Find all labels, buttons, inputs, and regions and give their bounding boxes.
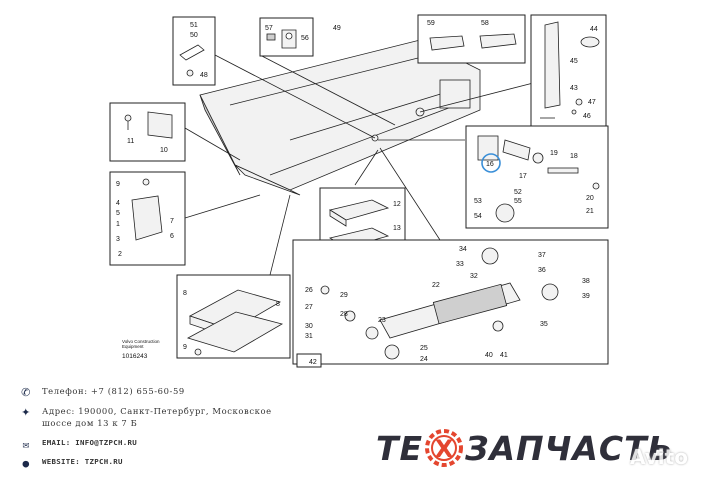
callout-box-57-56: 57 56 [259, 17, 314, 57]
address-line-1: Адрес: 190000, Санкт-Петербург, Московск… [42, 406, 272, 416]
part-callout-number: 9 [183, 344, 187, 351]
part-callout-number: 27 [305, 304, 313, 311]
part-callout-number: 55 [514, 198, 522, 205]
exploded-parts-diagram: 51 50 48 57 56 49 59 58 44 [109, 14, 609, 368]
part-callout-number: 6 [170, 233, 174, 240]
avito-watermark: Avito [630, 445, 688, 469]
part-callout-number: 56 [301, 35, 309, 42]
part-callout-number: 22 [432, 282, 440, 289]
part-callout-number: 42 [309, 359, 317, 366]
location-pin-icon: ● [22, 457, 30, 470]
part-callout-number: 4 [116, 200, 120, 207]
leader-lines [184, 54, 546, 276]
callout-box-linkage: 44 45 43 47 46 [530, 14, 607, 128]
part-callout-number: 18 [570, 153, 578, 160]
callout-box-pin-assembly: 16 17 19 18 52 53 54 55 20 21 [465, 125, 609, 229]
part-callout-number: 8 [183, 290, 187, 297]
logo-text-part2: Х [435, 435, 454, 463]
part-callout-number: 36 [538, 267, 546, 274]
part-callout-number: 31 [305, 333, 313, 340]
part-callout-number: 44 [590, 26, 598, 33]
part-callout-number: Volvo Construction [122, 339, 160, 344]
part-callout-number: 59 [427, 20, 435, 27]
part-callout-number: 12 [393, 201, 401, 208]
part-callout-number: 17 [519, 173, 527, 180]
part-callout-number: 2 [118, 251, 122, 258]
part-callout-number: 13 [393, 225, 401, 232]
part-callout-number: 11 [127, 138, 134, 145]
company-logo: ТЕ Х ЗАПЧАСТЬ [376, 426, 674, 470]
phone-text: Телефон: +7 (812) 655-60-59 [42, 386, 185, 396]
map-icon: ✦ [21, 406, 31, 419]
part-callout-number: 38 [582, 278, 590, 285]
phone-icon: ✆ [21, 386, 31, 399]
part-callout-number: 28 [340, 311, 348, 318]
address-row: ✦ Адрес: 190000, Санкт-Петербург, Москов… [18, 406, 348, 419]
drawing-caption: Volvo Construction Equipment 1016243 [122, 339, 160, 360]
part-callout-number: 7 [170, 218, 174, 225]
part-callout-number: 33 [456, 261, 464, 268]
part-callout-number: Equipment [122, 344, 144, 349]
part-callout-number: 53 [474, 198, 482, 205]
part-callout-number: 41 [500, 352, 508, 359]
part-callout-number: 8 [276, 301, 280, 308]
part-callout-number: 40 [485, 352, 493, 359]
part-callout-number: 29 [340, 292, 348, 299]
contact-info: ✆ Телефон: +7 (812) 655-60-59 ✦ Адрес: 1… [18, 386, 348, 473]
gear-icon: Х [425, 429, 464, 467]
part-callout-number: 43 [570, 85, 578, 92]
part-callout-number: 21 [586, 208, 594, 215]
email-text: EMAIL: INFO@TZPCH.RU [42, 438, 137, 447]
part-callout-number: 48 [200, 72, 208, 79]
part-callout-number: 45 [570, 58, 578, 65]
part-callout-number: 25 [420, 345, 428, 352]
part-callout-number: 32 [470, 273, 478, 280]
part-callout-number: 1 [116, 221, 120, 228]
part-callout-number: 26 [305, 287, 313, 294]
logo-text-part1: ТЕ [376, 428, 424, 468]
part-callout-number: 46 [583, 113, 591, 120]
part-callout-number: 52 [514, 189, 522, 196]
part-callout-number: 58 [481, 20, 489, 27]
part-callout-number: 9 [116, 181, 120, 188]
part-callout-number: 50 [190, 32, 198, 39]
email-row: ✉ EMAIL: INFO@TZPCH.RU [18, 438, 348, 457]
part-callout-number: 20 [586, 195, 594, 202]
callout-box-59-58: 59 58 [417, 14, 526, 64]
part-callout-number: 23 [378, 317, 386, 324]
callout-box-11-10: 11 10 [109, 102, 186, 162]
part-callout-number: 10 [160, 147, 168, 154]
website-text: WEBSITE: TZPCH.RU [42, 457, 123, 466]
part-callout-number: 16 [486, 161, 494, 168]
part-callout-number: 47 [588, 99, 596, 106]
callout-box-bracket: 9 4 5 1 3 2 7 6 [109, 171, 186, 266]
logo-text-part3: ЗАПЧАСТЬ [465, 428, 674, 468]
part-callout-number: 34 [459, 246, 467, 253]
address-line-2: шоссе дом 13 к 7 Б [42, 418, 138, 428]
part-callout-number: 51 [190, 22, 198, 29]
part-callout-number: 54 [474, 213, 482, 220]
part-callout-number: 37 [538, 252, 546, 259]
phone-row: ✆ Телефон: +7 (812) 655-60-59 [18, 386, 348, 406]
part-callout-number: 57 [265, 25, 273, 32]
mail-icon: ✉ [22, 438, 30, 451]
part-callout-number: 30 [305, 323, 313, 330]
part-callout-number: 3 [116, 236, 120, 243]
callout-box-cylinder: 33 34 32 37 36 38 39 22 35 40 41 26 27 2… [292, 239, 609, 368]
part-callout-number: 24 [420, 356, 428, 363]
website-row: ● WEBSITE: TZPCH.RU [18, 457, 348, 473]
drawing-number: 1016243 [122, 353, 148, 360]
callout-box-8-9: 8 9 8 [176, 274, 291, 359]
part-callout-number: 39 [582, 293, 590, 300]
callout-49: 49 [333, 25, 341, 32]
part-callout-number: 19 [550, 150, 558, 157]
part-callout-number: 35 [540, 321, 548, 328]
address-row-2: шоссе дом 13 к 7 Б [18, 418, 348, 438]
callout-box-51-50-48: 51 50 48 [172, 16, 216, 86]
part-callout-number: 5 [116, 210, 120, 217]
